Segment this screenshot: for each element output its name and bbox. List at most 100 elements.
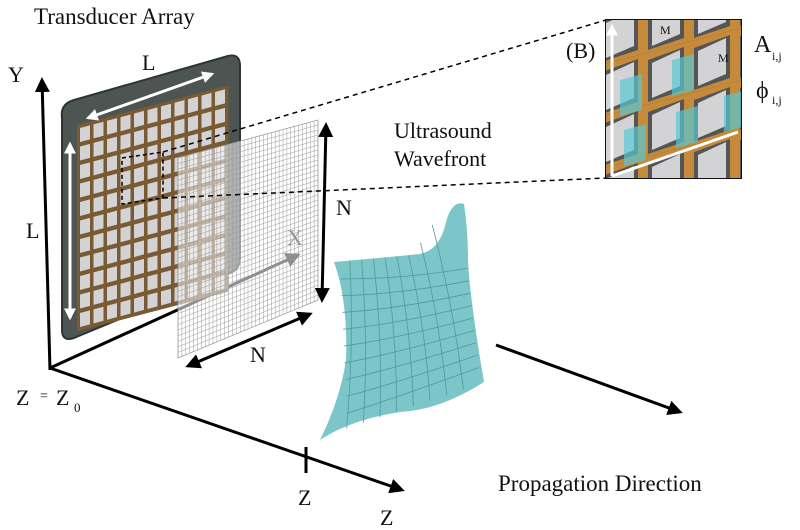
transducer-element [93,306,104,324]
transducer-element [147,255,158,272]
element-size-top-label: M [660,23,671,37]
transducer-element [93,288,104,305]
transducer-element [188,96,198,114]
phase-plane [624,124,646,166]
transducer-element [134,277,144,295]
wavefront-mesh-line [345,342,476,380]
transducer-element [134,166,144,184]
transducer-element [107,192,117,209]
inset-frame [734,132,741,178]
transducer-element [107,229,117,246]
transducer-element [134,203,144,221]
grid-height-arrow [314,122,334,303]
transducer-element [107,173,117,191]
inset-frame [734,20,741,30]
transducer-element [147,181,158,198]
transducer-element [80,236,90,253]
transducer-element [161,233,171,250]
propagation-arrow [495,343,683,415]
transducer-element [80,310,90,327]
transducer-element [161,270,171,287]
z-tick-label: Z [298,485,311,510]
transducer-element [80,217,90,235]
inset-element [652,154,680,178]
svg-text:Z: Z [56,385,69,410]
wavefront-mesh-line [344,330,475,364]
inset-element [608,166,634,178]
wavefront-mesh-line [346,354,478,397]
svg-text:A: A [754,32,772,58]
transducer-element [215,107,225,125]
inset-element [698,90,726,138]
transducer-element [107,210,117,228]
transducer-element [215,89,225,106]
wavefront-mesh-line [420,242,448,396]
array-height-label: L [26,218,39,243]
transducer-element [161,288,171,306]
z-axis [49,366,405,494]
wavefront-mesh [340,224,479,429]
wavefront-label-line2: Wavefront [394,146,486,171]
transducer-element [161,177,171,195]
inset-element [698,20,726,34]
transducer-element [188,133,198,151]
element-size-right-label: M [718,51,729,65]
transducer-element [80,125,90,142]
transducer-element [80,273,90,290]
wavefront-mesh-line [343,317,474,347]
y-axis [34,77,52,371]
svg-text:i,j: i,j [772,93,782,107]
transducer-element [107,247,117,265]
transducer-element [174,100,185,117]
amplitude-label: A i,j [754,32,782,63]
transducer-array-title: Transducer Array [34,4,195,29]
transducer-element [80,199,90,216]
transducer-element [201,92,212,110]
transducer-element [147,236,158,254]
transducer-element [134,221,144,239]
wavefront-mesh-line [342,292,471,313]
inset-frame [734,28,741,82]
inset-element [698,38,726,86]
transducer-element [188,115,198,132]
wavefront-mesh-line [343,305,472,330]
array-width-label: L [142,50,155,75]
transducer-element [107,266,117,283]
transducer-element [93,251,104,268]
wavefront-mesh-line [384,257,398,412]
svg-text:0: 0 [74,400,81,415]
zoom-projection-lines [121,19,607,205]
transducer-element [93,140,104,157]
transducer-element [120,188,131,206]
svg-text:Z: Z [16,385,29,410]
transducer-element [147,162,158,180]
transducer-element [93,121,104,139]
wavefront-mesh-line [347,367,479,414]
transducer-element [107,136,117,154]
transducer-element [120,114,131,132]
transducer-element [161,122,171,139]
svg-text:ϕ: ϕ [756,78,769,104]
computation-grid [177,119,319,359]
inset-element [652,102,680,150]
transducer-element [107,303,117,320]
transducer-element [80,180,90,198]
transducer-element [161,214,171,232]
transducer-element [120,299,131,317]
transducer-element [134,258,144,276]
transducer-element [107,284,117,302]
transducer-element [161,103,171,121]
wavefront-mesh-line [431,224,464,390]
transducer-element [120,225,131,243]
transducer-element [134,110,144,128]
transducer-element [147,273,158,291]
grid-height-label: N [336,195,352,220]
transducer-element [80,291,90,309]
transducer-element [107,155,117,172]
array-width-arrow [85,71,215,121]
inset-element [698,142,726,178]
transducer-element [134,240,144,258]
transducer-element [161,196,171,213]
svg-text:i,j: i,j [772,49,782,63]
